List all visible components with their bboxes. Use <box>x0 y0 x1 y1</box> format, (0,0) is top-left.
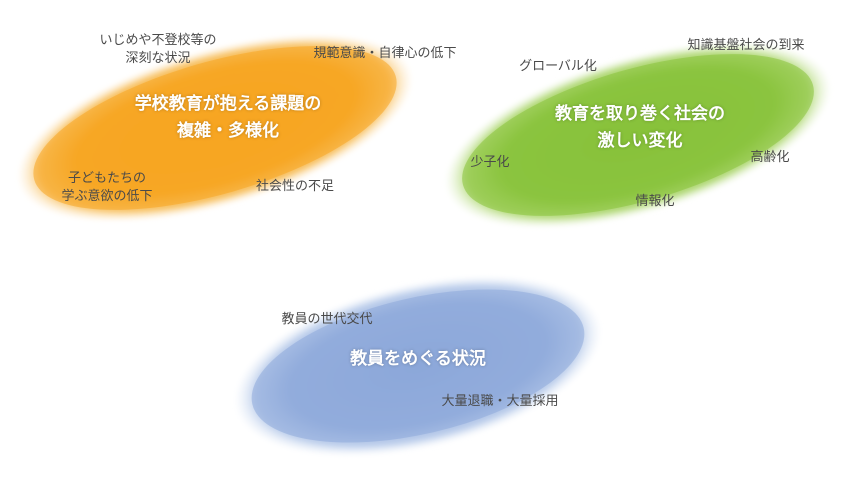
society-cluster-title: 教育を取り巻く社会の 激しい変化 <box>555 104 725 151</box>
school-item-bullying: いじめや不登校等の 深刻な状況 <box>99 33 217 66</box>
society-cluster-shape <box>444 41 832 229</box>
school-item-sociality: 社会性の不足 <box>255 179 334 194</box>
school-item-motivation: 子どもたちの 学ぶ意欲の低下 <box>61 171 153 204</box>
teachers-cluster-title: 教員をめぐる状況 <box>350 349 486 369</box>
teachers-item-retirement: 大量退職・大量採用 <box>441 394 559 409</box>
society-item-aging: 高齢化 <box>750 150 790 165</box>
society-item-low-birthrate: 少子化 <box>470 155 510 170</box>
school-item-norms: 規範意識・自律心の低下 <box>313 46 457 61</box>
school-cluster-shape <box>16 34 414 222</box>
society-item-knowledge: 知識基盤社会の到来 <box>687 38 805 53</box>
society-item-informatization: 情報化 <box>635 194 675 209</box>
teachers-cluster-shape <box>233 275 603 457</box>
school-cluster-title: 学校教育が抱える課題の 複雑・多様化 <box>134 94 322 141</box>
teachers-item-generation: 教員の世代交代 <box>281 312 373 327</box>
society-item-globalization: グローバル化 <box>519 59 597 74</box>
